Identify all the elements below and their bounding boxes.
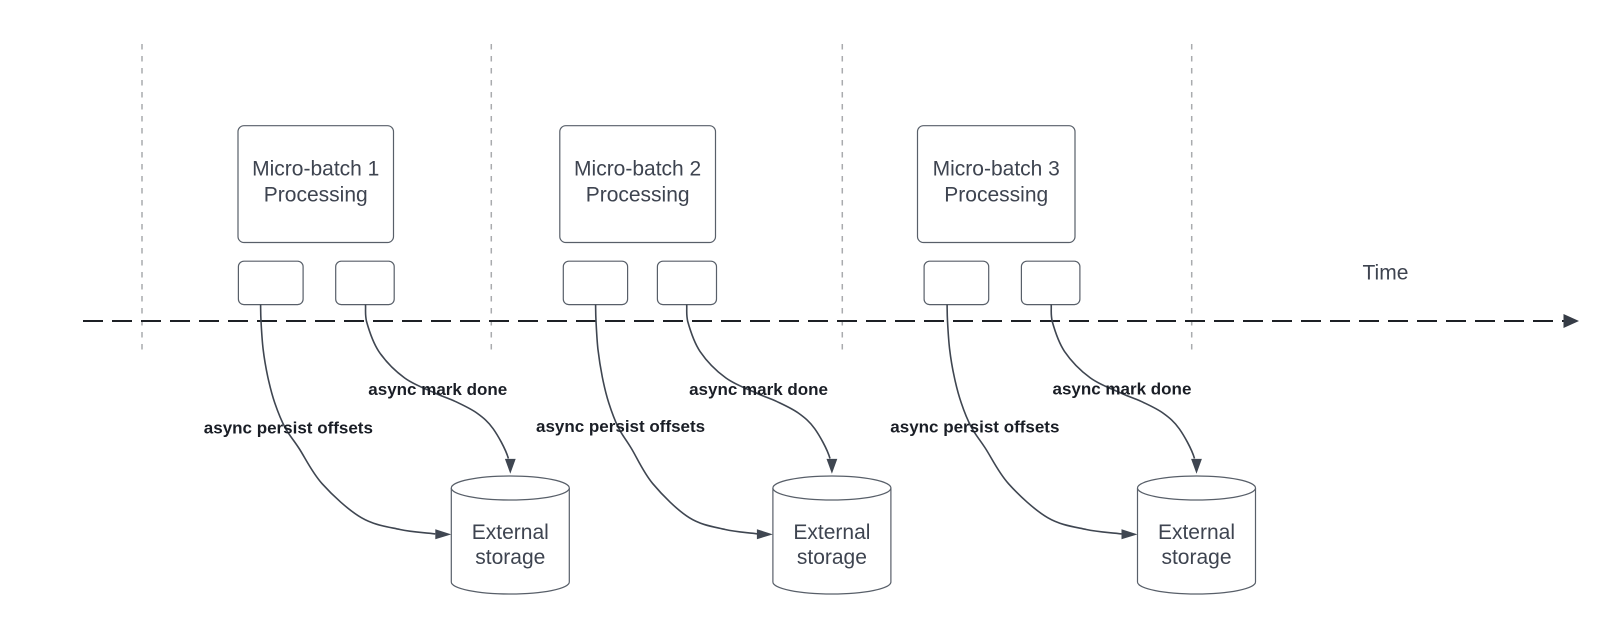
svg-text:Processing: Processing	[264, 184, 368, 207]
svg-text:Micro-batch 1: Micro-batch 1	[252, 158, 379, 181]
svg-text:External: External	[472, 521, 549, 544]
svg-text:async mark done: async mark done	[689, 380, 828, 399]
svg-text:storage: storage	[475, 546, 545, 569]
svg-text:storage: storage	[797, 546, 867, 569]
svg-text:Micro-batch 3: Micro-batch 3	[933, 158, 1060, 181]
svg-text:async mark done: async mark done	[1053, 380, 1192, 399]
svg-text:Processing: Processing	[944, 184, 1048, 207]
svg-text:async mark done: async mark done	[368, 380, 507, 399]
svg-text:Processing: Processing	[586, 184, 690, 207]
svg-text:Micro-batch 2: Micro-batch 2	[574, 158, 701, 181]
svg-text:async persist offsets: async persist offsets	[536, 417, 705, 436]
svg-text:External: External	[793, 521, 870, 544]
svg-text:External: External	[1158, 521, 1235, 544]
svg-text:async persist offsets: async persist offsets	[204, 419, 373, 438]
svg-text:async persist offsets: async persist offsets	[890, 418, 1059, 437]
svg-text:Time: Time	[1363, 262, 1409, 285]
svg-text:storage: storage	[1161, 546, 1231, 569]
